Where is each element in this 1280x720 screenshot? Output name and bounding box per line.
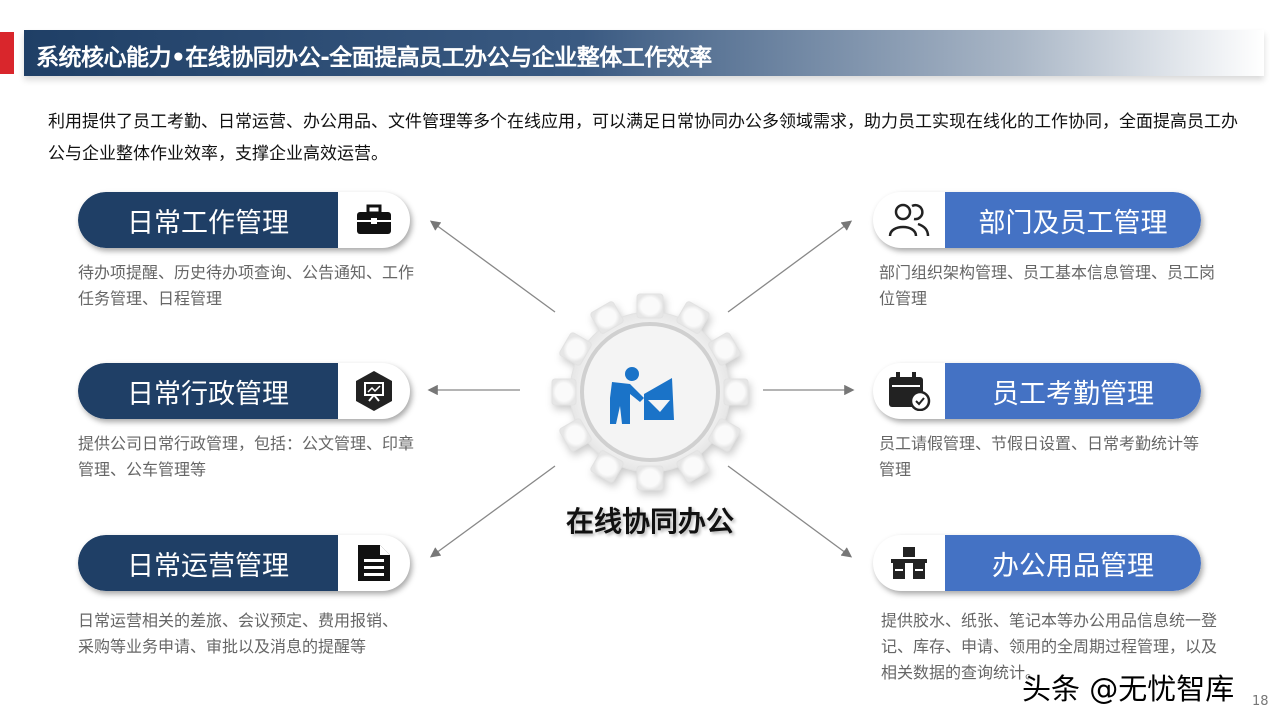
document-icon xyxy=(338,535,410,591)
gear xyxy=(551,293,749,491)
module-label: 办公用品管理 xyxy=(945,535,1201,591)
title-bar: 系统核心能力•在线协同办公-全面提高员工办公与企业整体工作效率 xyxy=(24,30,1264,76)
module-desc: 日常运营相关的差旅、会议预定、费用报销、采购等业务申请、审批以及消息的提醒等 xyxy=(78,611,399,656)
module-desc: 待办项提醒、历史待办项查询、公告通知、工作任务管理、日程管理 xyxy=(78,263,415,308)
module-daily-admin[interactable]: 日常行政管理 xyxy=(78,363,410,419)
module-daily-work[interactable]: 日常工作管理 xyxy=(78,192,410,248)
watermark: 头条 @无忧智库 xyxy=(1022,672,1235,706)
accent-bar xyxy=(0,32,14,74)
presentation-hexagon-icon xyxy=(338,363,410,419)
calendar-check-icon xyxy=(873,363,945,419)
center-label: 在线协同办公 xyxy=(565,505,734,538)
module-label: 日常行政管理 xyxy=(78,363,338,419)
module-desc: 部门组织架构管理、员工基本信息管理、员工岗位管理 xyxy=(879,263,1216,308)
office-desk-icon xyxy=(873,535,945,591)
page-title: 系统核心能力•在线协同办公-全面提高员工办公与企业整体工作效率 xyxy=(36,45,712,71)
module-dept-staff[interactable]: 部门及员工管理 xyxy=(873,192,1201,248)
module-daily-operations[interactable]: 日常运营管理 xyxy=(78,535,410,591)
module-desc: 提供公司日常行政管理，包括：公文管理、印章管理、公车管理等 xyxy=(78,434,415,479)
module-label: 日常工作管理 xyxy=(78,192,338,248)
module-desc: 提供胶水、纸张、笔记本等办公用品信息统一登记、库存、申请、领用的全周期过程管理，… xyxy=(881,611,1218,682)
module-label: 部门及员工管理 xyxy=(945,192,1201,248)
module-office-supplies[interactable]: 办公用品管理 xyxy=(873,535,1201,591)
module-attendance[interactable]: 员工考勤管理 xyxy=(873,363,1201,419)
module-label: 日常运营管理 xyxy=(78,535,338,591)
module-label: 员工考勤管理 xyxy=(945,363,1201,419)
module-desc: 员工请假管理、节假日设置、日常考勤统计等管理 xyxy=(879,434,1200,479)
briefcase-icon xyxy=(338,192,410,248)
users-icon xyxy=(873,192,945,248)
page-number: 18 xyxy=(1252,694,1269,709)
intro-text: 利用提供了员工考勤、日常运营、办公用品、文件管理等多个在线应用，可以满足日常协同… xyxy=(48,112,1238,164)
businessman-envelope-icon xyxy=(610,367,674,424)
